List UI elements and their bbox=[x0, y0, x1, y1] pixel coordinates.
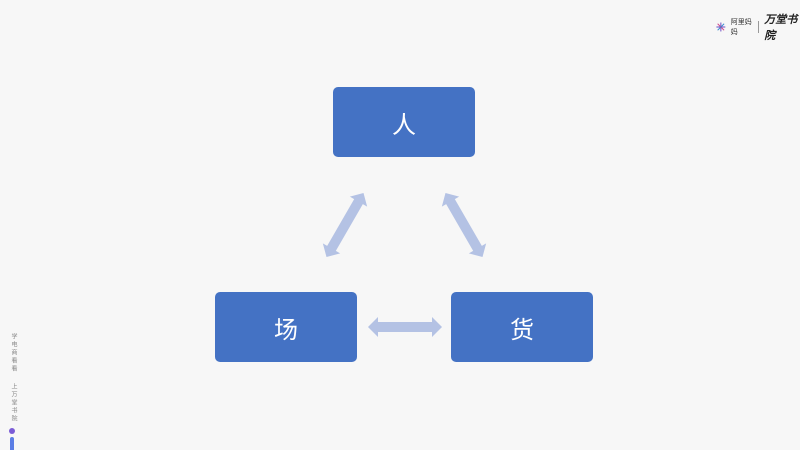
brand-name: 阿里妈妈 bbox=[730, 18, 752, 36]
alimama-logo-icon bbox=[716, 22, 726, 32]
side-slogan-1: 学电商看看 bbox=[10, 333, 17, 373]
brand-logo: 阿里妈妈 万堂书院 bbox=[716, 11, 800, 43]
arrow-person-place bbox=[322, 192, 368, 258]
node-goods: 货 bbox=[451, 292, 593, 362]
arrow-person-goods bbox=[441, 192, 487, 258]
side-dot-icon bbox=[9, 428, 15, 434]
arrow-place-goods bbox=[368, 317, 442, 337]
calligraphy-logo: 万堂书院 bbox=[764, 13, 798, 42]
logo-divider bbox=[758, 21, 760, 33]
node-place: 场 bbox=[215, 292, 357, 362]
side-bar-icon bbox=[10, 437, 14, 450]
node-person: 人 bbox=[333, 87, 475, 157]
side-slogan-2: 上万堂书院 bbox=[10, 383, 17, 423]
